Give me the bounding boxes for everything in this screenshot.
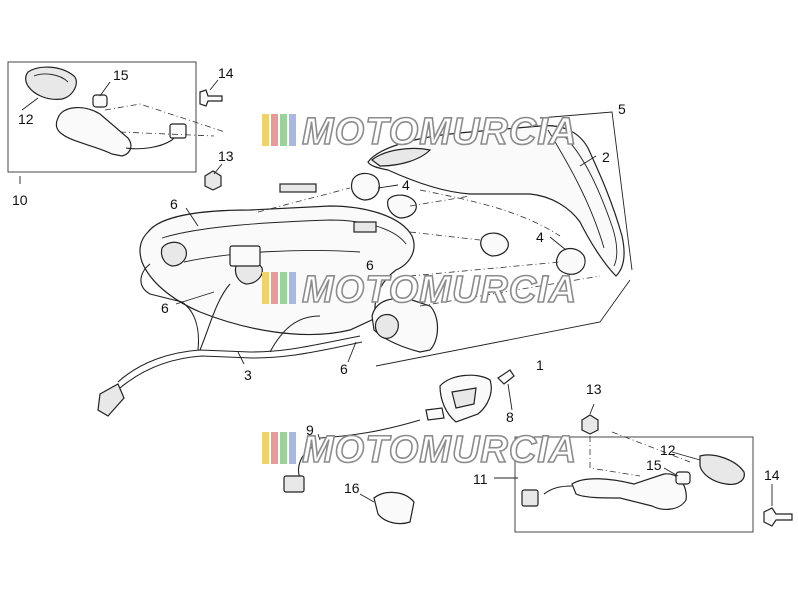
callout-13b: 13 bbox=[586, 381, 602, 397]
indicator-rear-connector bbox=[521, 489, 539, 507]
watermark-text: MOTOMURCIA bbox=[302, 269, 577, 311]
wiring-harness bbox=[97, 263, 363, 417]
watermark-text: MOTOMURCIA bbox=[302, 111, 577, 153]
callout-13a: 13 bbox=[218, 148, 234, 164]
callout-leaders bbox=[19, 79, 773, 506]
bulb-socket-right bbox=[374, 313, 399, 339]
callout-10: 10 bbox=[12, 192, 28, 208]
callout-4b: 4 bbox=[536, 229, 544, 245]
nut-13-bottom bbox=[581, 414, 599, 435]
callout-2: 2 bbox=[602, 149, 610, 165]
indicator-bulb bbox=[92, 94, 108, 108]
watermark-stripe-1 bbox=[262, 114, 269, 146]
callout-6a: 6 bbox=[170, 196, 178, 212]
plate-light-window bbox=[451, 387, 477, 409]
watermark-stripe-4 bbox=[289, 432, 296, 464]
plate-light-connector bbox=[283, 475, 305, 493]
kit-box-10 bbox=[7, 61, 197, 173]
screw-14-top bbox=[199, 89, 223, 107]
indicator-lens bbox=[25, 66, 77, 100]
watermark-stripe-1 bbox=[262, 272, 269, 304]
lens-cover-2 bbox=[367, 125, 625, 277]
callout-15a: 15 bbox=[113, 67, 129, 83]
bulb-small-right bbox=[480, 232, 509, 257]
bulbs bbox=[279, 172, 586, 275]
watermark-stripe-4 bbox=[289, 272, 296, 304]
callout-8: 8 bbox=[506, 409, 514, 425]
callout-16: 16 bbox=[344, 480, 360, 496]
connector-block bbox=[229, 245, 261, 267]
bulb-4-top bbox=[350, 172, 380, 201]
bulb-small-top bbox=[387, 194, 417, 219]
callout-6c: 6 bbox=[161, 300, 169, 316]
license-plate-light bbox=[283, 369, 515, 493]
watermark-stripe-3 bbox=[280, 114, 287, 146]
group-brackets bbox=[375, 111, 633, 367]
indicator-lens-rear bbox=[699, 454, 745, 485]
watermark-3: MOTOMURCIA bbox=[262, 428, 577, 472]
watermark-stripe-1 bbox=[262, 432, 269, 464]
watermark-1: MOTOMURCIA bbox=[262, 110, 577, 154]
light-housing bbox=[139, 205, 415, 336]
lens-inner bbox=[371, 147, 432, 167]
watermark-text: MOTOMURCIA bbox=[302, 429, 577, 471]
callout-14b: 14 bbox=[764, 467, 780, 483]
kit-box-11 bbox=[514, 436, 754, 533]
bulb-holder-mid bbox=[353, 221, 377, 233]
callout-11: 11 bbox=[473, 471, 488, 487]
callout-numbers: 1 2 3 4 4 5 6 6 6 6 8 9 10 11 12 12 13 1… bbox=[12, 65, 780, 496]
bulb-holder-top bbox=[279, 183, 317, 193]
callout-12b: 12 bbox=[660, 442, 676, 458]
watermark-stripe-3 bbox=[280, 272, 287, 304]
screw-8 bbox=[497, 369, 515, 385]
bulb-4-right bbox=[555, 247, 586, 275]
indicator-body-rear bbox=[571, 473, 687, 510]
nut-13-top bbox=[204, 170, 222, 191]
watermark-2: MOTOMURCIA bbox=[262, 268, 577, 312]
front-left-indicator-kit bbox=[7, 61, 226, 173]
assembly-dash-lines bbox=[257, 187, 601, 307]
rear-right-indicator-kit bbox=[514, 414, 793, 533]
callout-1: 1 bbox=[536, 357, 544, 373]
watermark-stripe-2 bbox=[271, 114, 278, 146]
callout-12a: 12 bbox=[18, 111, 34, 127]
indicator-body bbox=[55, 107, 132, 157]
callout-3: 3 bbox=[244, 367, 252, 383]
callout-4a: 4 bbox=[402, 177, 410, 193]
callout-6d: 6 bbox=[340, 361, 348, 377]
screw-and-nut-top bbox=[199, 89, 223, 191]
watermark-stripe-2 bbox=[271, 432, 278, 464]
watermark-stripe-4 bbox=[289, 114, 296, 146]
callout-6b: 6 bbox=[366, 257, 374, 273]
bulb-socket-left bbox=[160, 241, 187, 267]
callout-5: 5 bbox=[618, 101, 626, 117]
callout-15b: 15 bbox=[646, 457, 662, 473]
watermark-stripe-2 bbox=[271, 272, 278, 304]
callout-14a: 14 bbox=[218, 65, 234, 81]
harness-plug bbox=[97, 383, 125, 417]
reflector-16 bbox=[373, 491, 415, 525]
rear-light-assembly bbox=[139, 205, 439, 353]
indicator-bulb-rear bbox=[675, 471, 691, 485]
watermark-stripe-3 bbox=[280, 432, 287, 464]
rear-lens-cover bbox=[367, 125, 625, 277]
indicator-connector bbox=[169, 123, 187, 139]
screw-14-bottom bbox=[763, 507, 793, 527]
callout-9: 9 bbox=[306, 422, 314, 438]
plate-bulb bbox=[425, 407, 445, 421]
